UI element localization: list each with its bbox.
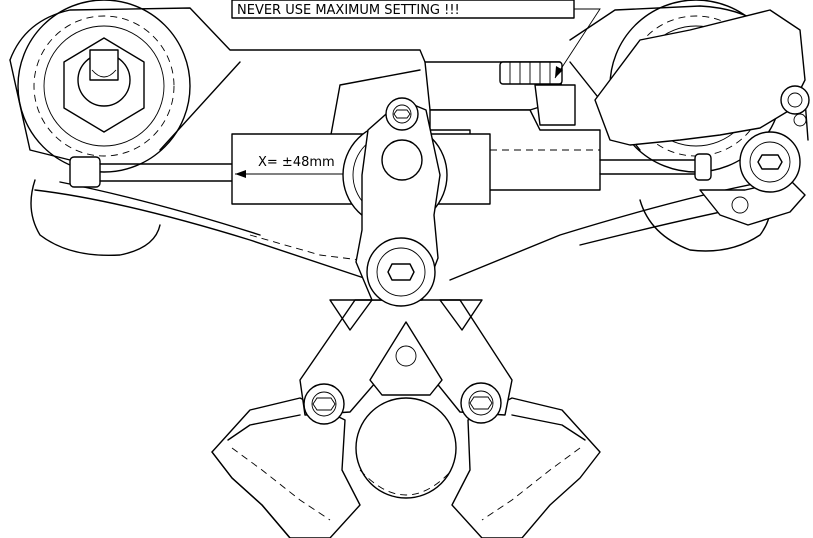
lower-left-bolt <box>303 383 345 425</box>
rod-end-bolt <box>739 131 801 193</box>
stroke-dimension-label: X= ±48mm <box>258 155 335 170</box>
steering-stem-bolt <box>366 237 436 307</box>
left-fork-tube <box>17 0 191 257</box>
lower-clamp <box>211 397 601 538</box>
handlebar-bore <box>355 397 457 499</box>
warning-callout: NEVER USE MAXIMUM SETTING !!! <box>231 0 601 79</box>
upper-pivot-bolt <box>385 97 419 131</box>
lower-bracket <box>299 299 513 416</box>
warning-label: NEVER USE MAXIMUM SETTING !!! <box>237 3 460 18</box>
lower-right-bolt <box>460 382 502 424</box>
adjuster-knob <box>499 61 563 85</box>
